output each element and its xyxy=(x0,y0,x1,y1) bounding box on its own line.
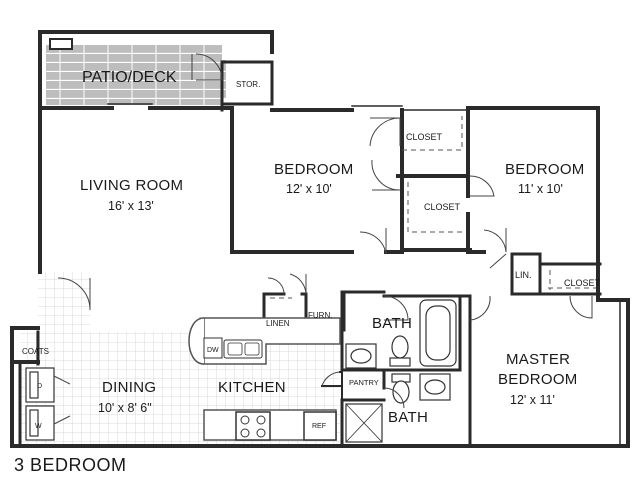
kitchen-counters xyxy=(188,317,341,441)
living-room-label: LIVING ROOM xyxy=(80,177,183,194)
storage-label: STOR. xyxy=(236,80,260,89)
furnace-label: FURN. xyxy=(308,311,332,320)
bedroom-2-label: BEDROOM xyxy=(505,161,585,178)
refrigerator-label: REF xyxy=(312,423,326,430)
linen-small-label: LIN. xyxy=(515,270,532,280)
coats-label: COATS xyxy=(22,347,49,356)
closet-1-label: CLOSET xyxy=(406,132,443,142)
washer-label: W xyxy=(35,423,42,430)
linen-closet-label: LINEN xyxy=(266,319,290,328)
doors xyxy=(53,53,593,425)
kitchen-label: KITCHEN xyxy=(218,379,286,396)
dining-dims: 10' x 8' 6" xyxy=(98,401,152,415)
bath-2-label: BATH xyxy=(388,409,428,426)
pantry-label: PANTRY xyxy=(349,378,379,387)
bedroom-1-label: BEDROOM xyxy=(274,161,354,178)
closet-outlines xyxy=(270,116,596,345)
dryer-label: D xyxy=(37,383,42,390)
master-bedroom-label-2: BEDROOM xyxy=(498,371,578,388)
patio-label: PATIO/DECK xyxy=(82,69,177,86)
dining-label: DINING xyxy=(102,379,156,396)
bedroom-2-dims: 11' x 10' xyxy=(518,182,563,196)
dishwasher-label: DW xyxy=(207,347,219,354)
master-bedroom-label: MASTER xyxy=(506,351,570,368)
room-labels: PATIO/DECK STOR. LIVING ROOM 16' x 13' B… xyxy=(22,69,601,430)
patio-deck xyxy=(46,38,226,105)
closet-2-label: CLOSET xyxy=(424,202,461,212)
bath-1-label: BATH xyxy=(372,315,412,332)
closet-3-label: CLOSET xyxy=(564,278,601,288)
plan-title: 3 BEDROOM xyxy=(14,455,127,475)
laundry xyxy=(25,367,55,441)
bedroom-1-dims: 12' x 10' xyxy=(286,182,332,196)
living-room-dims: 16' x 13' xyxy=(108,199,154,213)
bath-fixtures xyxy=(345,299,457,443)
master-bedroom-dims: 12' x 11' xyxy=(510,393,555,407)
